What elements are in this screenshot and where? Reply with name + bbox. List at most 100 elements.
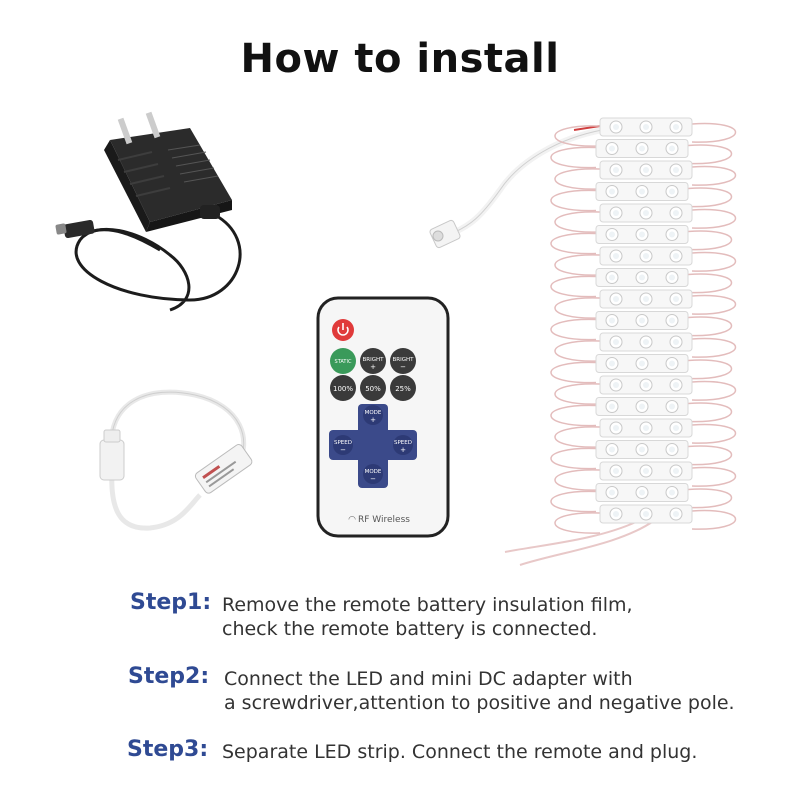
led-bulb-core: [669, 145, 675, 152]
step-3-line-1: Separate LED strip. Connect the remote a…: [222, 741, 698, 763]
bright-down-label: BRIGHT: [393, 357, 415, 363]
mode-down-label: MODE: [365, 469, 382, 475]
led-wire-loop: [554, 469, 601, 491]
p25-label: 25%: [395, 385, 411, 393]
step-1-line-1: Remove the remote battery insulation fil…: [222, 594, 633, 616]
speed-left-label: SPEED: [334, 440, 352, 446]
led-wire-loop: [550, 361, 597, 384]
led-wire-loop: [554, 254, 601, 276]
speed-right-button[interactable]: [393, 435, 413, 455]
led-wire-loop: [691, 509, 737, 530]
led-wire-loop: [691, 423, 737, 444]
led-wire-loop: [687, 359, 733, 380]
step-3-label: Step3:: [127, 737, 209, 762]
led-wire-loop: [554, 512, 601, 534]
led-bulb-core: [609, 317, 615, 324]
led-bulb-core: [613, 468, 619, 474]
product-illustration: STATIC BRIGHT + BRIGHT − 100% 50% 25% MO…: [55, 111, 737, 566]
led-wire-loop: [554, 168, 601, 190]
led-bulb-core: [639, 489, 645, 496]
led-bulb-core: [613, 425, 619, 431]
led-bulb-core: [643, 253, 649, 259]
remote-footer: RF Wireless: [358, 515, 410, 525]
led-bulb-core: [643, 468, 649, 474]
led-wire-loop: [554, 211, 601, 233]
led-wire-loop: [554, 297, 601, 319]
led-wire-loop: [554, 340, 601, 362]
bright-up-button[interactable]: [360, 348, 386, 374]
led-bulb-core: [673, 382, 679, 388]
led-bulb-core: [669, 188, 675, 195]
led-bulb-core: [609, 403, 615, 410]
mode-up-button[interactable]: [363, 405, 383, 425]
led-wire-loop: [687, 187, 733, 208]
led-wire-loop: [691, 251, 737, 272]
step-2-label: Step2:: [128, 664, 210, 689]
led-bulb-core: [609, 360, 615, 367]
static-button[interactable]: [330, 348, 356, 374]
led-bulb-core: [669, 274, 675, 281]
led-bulb-core: [639, 446, 645, 453]
led-wire-loop: [687, 230, 733, 251]
led-bulb-core: [613, 253, 619, 259]
dpad: [329, 404, 417, 488]
led-wire-loop: [554, 125, 601, 147]
mode-down-button[interactable]: [363, 464, 383, 484]
step-1-text: Remove the remote battery insulation fil…: [222, 593, 633, 641]
step-2-line-2: a screwdriver,attention to positive and …: [224, 692, 735, 714]
step-3-text: Separate LED strip. Connect the remote a…: [222, 740, 697, 764]
page-title: How to install: [240, 36, 560, 82]
led-bulb-core: [673, 124, 679, 130]
led-bulb-core: [639, 403, 645, 410]
led-bulb-core: [673, 296, 679, 302]
led-wire-loop: [550, 318, 597, 341]
led-wire-loop: [691, 337, 737, 358]
led-bulb-core: [673, 210, 679, 216]
led-bulb-core: [669, 360, 675, 367]
speed-left-button[interactable]: [333, 435, 353, 455]
p50-button[interactable]: [360, 375, 386, 401]
led-wire-loop: [691, 380, 737, 401]
led-bulb-core: [669, 317, 675, 324]
minus-icon: −: [370, 475, 376, 483]
led-wire-loop: [550, 490, 597, 513]
led-bulb-core: [609, 446, 615, 453]
p100-button[interactable]: [330, 375, 356, 401]
led-wire-loop: [554, 383, 601, 405]
led-bulb-core: [613, 124, 619, 130]
led-bulb-core: [609, 188, 615, 195]
led-bulb-core: [613, 382, 619, 388]
mini-controller: [99, 389, 253, 531]
led-wire-loop: [691, 122, 737, 143]
led-bulb-core: [613, 296, 619, 302]
led-wire-loop: [687, 488, 733, 509]
led-wire-loop: [550, 232, 597, 255]
led-bulb-core: [639, 360, 645, 367]
speed-right-label: SPEED: [394, 440, 412, 446]
led-wire-loop: [691, 294, 737, 315]
led-bulb-core: [669, 446, 675, 453]
led-wire-loop: [687, 402, 733, 423]
bright-down-button[interactable]: [390, 348, 416, 374]
led-module-strip: [429, 117, 737, 566]
led-bulb-core: [613, 167, 619, 173]
led-bulb-core: [639, 274, 645, 281]
led-bulb-core: [643, 210, 649, 216]
rf-remote: STATIC BRIGHT + BRIGHT − 100% 50% 25% MO…: [316, 296, 450, 538]
led-bulb-core: [609, 231, 615, 238]
led-bulb-core: [639, 317, 645, 324]
led-bulb-core: [609, 489, 615, 496]
static-label: STATIC: [335, 359, 352, 365]
led-bulb-core: [673, 468, 679, 474]
minus-icon: −: [340, 446, 346, 454]
led-bulb-core: [643, 167, 649, 173]
step-1-label: Step1:: [130, 590, 212, 615]
led-bulb-core: [643, 382, 649, 388]
plus-icon: +: [400, 446, 406, 454]
led-wire-loop: [554, 426, 601, 448]
bright-up-label: BRIGHT: [363, 357, 385, 363]
led-bulb-core: [673, 253, 679, 259]
p25-button[interactable]: [390, 375, 416, 401]
led-bulb-core: [673, 167, 679, 173]
power-adapter: [55, 111, 242, 312]
